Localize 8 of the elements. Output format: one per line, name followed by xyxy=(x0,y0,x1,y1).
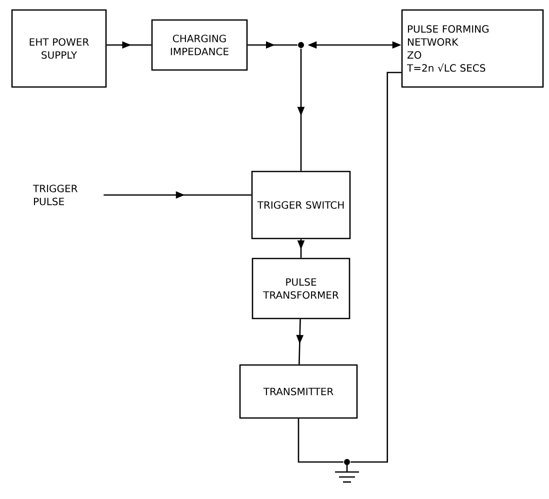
ground-symbol xyxy=(335,459,359,483)
block-box: TRIGGER SWITCH xyxy=(251,170,351,240)
block-box: CHARGING IMPEDANCE xyxy=(151,19,248,71)
block-box: PULSE FORMING NETWORK ZO T=2n √LC SECS xyxy=(401,9,544,88)
block-box: PULSE TRANSFORMER xyxy=(252,258,350,320)
block-box: EHT POWER SUPPLY xyxy=(11,9,107,88)
block-box: TRANSMITTER xyxy=(239,364,358,419)
input-label: TRIGGER PULSE xyxy=(32,184,78,206)
